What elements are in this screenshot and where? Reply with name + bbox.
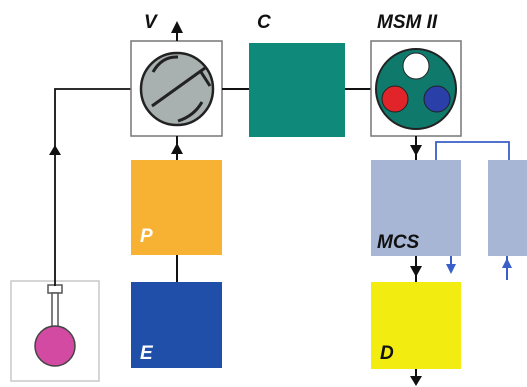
column-block [249, 43, 345, 137]
rotor-selector-icon [375, 48, 457, 130]
six-port-valve-icon [139, 51, 215, 127]
detector-label: D [380, 343, 394, 364]
pump-label: P [140, 226, 153, 247]
suppressor-out-arrow [446, 264, 456, 274]
sample-flow-arrow [49, 145, 61, 155]
sample-line [54, 88, 137, 286]
selector-to-suppressor-arrow [410, 145, 422, 156]
regeneration-loop-line [435, 141, 510, 160]
eluent-block [131, 282, 222, 368]
pump-to-valve-arrow [171, 143, 183, 154]
detector-out-arrow [410, 376, 422, 386]
selector-label: MSM II [377, 12, 438, 33]
suppressor-label: MCS [377, 232, 420, 253]
pump-block [131, 160, 222, 255]
valve-label: V [144, 12, 157, 33]
valve-vent-arrow [171, 21, 183, 33]
column-label: C [257, 12, 271, 33]
sample-flask-icon [34, 284, 76, 367]
detector-block [371, 282, 461, 369]
suppressor-block [371, 160, 461, 256]
suppressor-to-detector-arrow [410, 266, 422, 277]
suppressor-regen-block [488, 160, 527, 256]
eluent-label: E [140, 343, 153, 364]
regen-in-arrow [502, 258, 512, 268]
